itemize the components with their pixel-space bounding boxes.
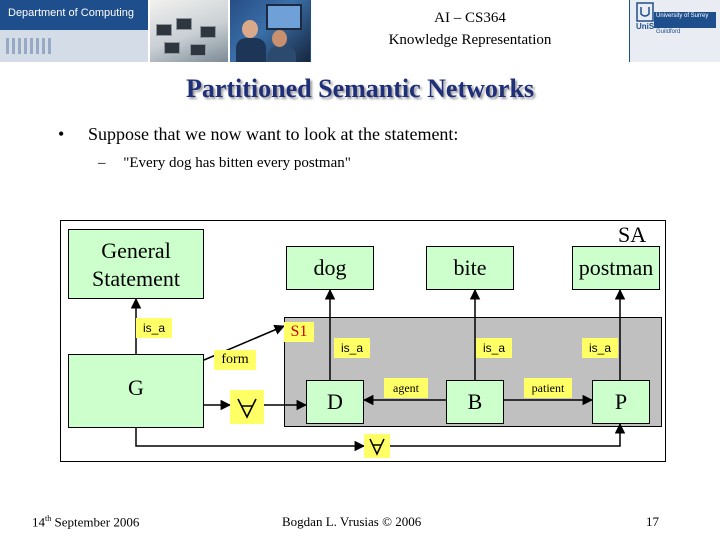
header-divider-right [629, 0, 630, 62]
university-name: University of Surrey [654, 12, 716, 28]
header-divider-left [310, 0, 311, 62]
page-number: 17 [646, 514, 659, 529]
university-place: Guildford [656, 29, 681, 35]
edge-label-agent: agent [384, 378, 428, 398]
department-banner: Department of Computing [0, 0, 148, 30]
edge-label-is-a-bite: is_a [476, 338, 512, 358]
bullet-marker: • [58, 124, 65, 144]
department-banner-pattern [0, 30, 148, 62]
partition-s1-label: S1 [284, 322, 314, 342]
computer-lab-photo [150, 0, 228, 62]
edge-label-is-a-general: is_a [136, 318, 172, 338]
university-crest-icon [636, 2, 654, 22]
node-bite: bite [426, 246, 514, 290]
slide-header: Department of Computing AI – CS364 Knowl… [0, 0, 720, 62]
edge-label-is-a-postman: is_a [582, 338, 618, 358]
edge-label-form: form [214, 350, 256, 370]
node-general-statement-label: General Statement [92, 238, 180, 291]
node-g: G [68, 354, 204, 428]
students-photo [230, 0, 310, 62]
edge-label-patient: patient [524, 378, 572, 398]
bullet-text: Suppose that we now want to look at the … [88, 124, 459, 144]
sub-bullet-text: "Every dog has bitten every postman" [123, 155, 351, 171]
node-g-label: G [128, 375, 144, 400]
forall-icon [230, 390, 264, 424]
slide-title: Partitioned Semantic Networks [185, 74, 535, 103]
header-title-area [310, 0, 630, 62]
forall-icon [364, 434, 390, 458]
unis-logo-text: UniS [636, 22, 655, 31]
node-general-statement: General Statement [68, 229, 204, 299]
edge-label-is-a-dog: is_a [334, 338, 370, 358]
course-subtitle: Knowledge Representation [388, 32, 552, 48]
node-b: B [446, 380, 504, 424]
department-name: Department of Computing [8, 7, 134, 19]
sub-bullet: – "Every dog has bitten every postman" [98, 155, 351, 172]
footer-date: 14th September 2006 [32, 514, 140, 530]
university-logo-area [630, 0, 720, 62]
node-postman: postman [572, 246, 660, 290]
sub-bullet-marker: – [98, 155, 106, 171]
node-p: P [592, 380, 650, 424]
partition-sa-label: SA [618, 222, 647, 247]
course-title: AI – CS364 [434, 10, 506, 26]
node-d: D [306, 380, 364, 424]
node-dog: dog [286, 246, 374, 290]
footer-author: Bogdan L. Vrusias © 2006 [282, 514, 422, 529]
